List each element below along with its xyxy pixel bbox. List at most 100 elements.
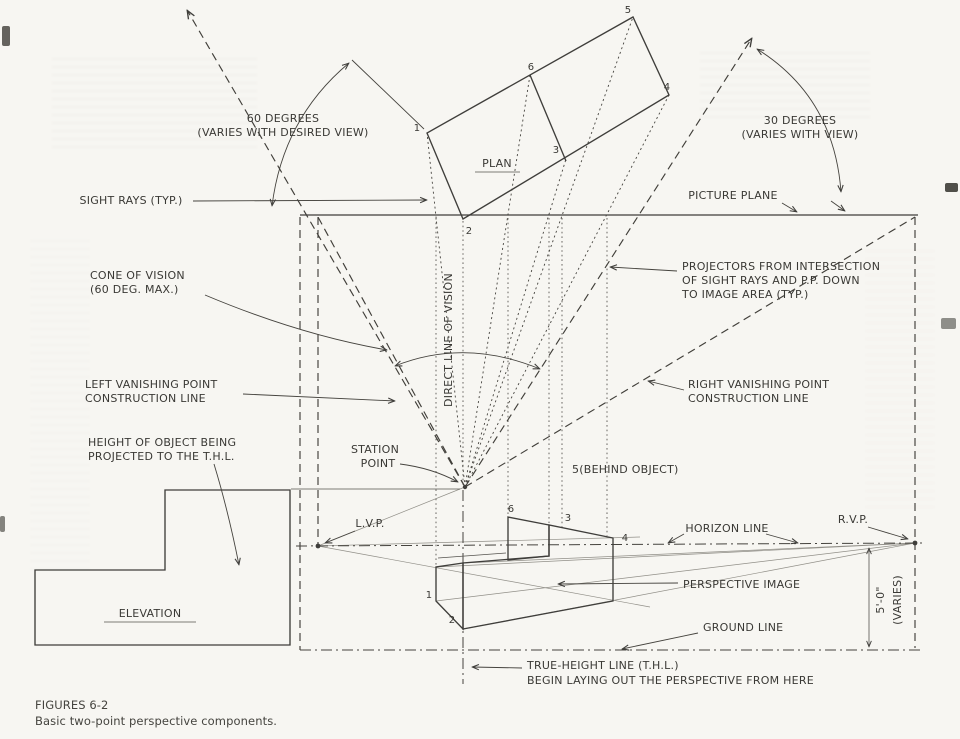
picture-plane-pointer (781, 202, 797, 212)
perspective-corner-3: 3 (565, 513, 572, 524)
angle-side-60-degrees (351, 59, 425, 130)
perspective-corner-2: 2 (449, 615, 456, 626)
vanishing-point-construction-rays (317, 486, 916, 630)
label-lvp-construction-2: CONSTRUCTION LINE (85, 392, 206, 405)
label-lvp: L.V.P. (355, 517, 384, 530)
plan-divider (529, 74, 567, 162)
plan-corner-2: 2 (466, 226, 473, 237)
right-vp-construction-line (464, 216, 916, 488)
label-station-point-1: STATION (351, 443, 399, 456)
label-height-of-object-1: HEIGHT OF OBJECT BEING (88, 436, 236, 449)
station-point (462, 484, 468, 490)
lvp-leader (325, 530, 356, 543)
scan-bleedthrough (865, 250, 935, 510)
label-30-degrees-note: (VARIES WITH VIEW) (742, 128, 859, 141)
construction-ray (435, 542, 916, 602)
plan-corner-6: 6 (528, 62, 535, 73)
label-perspective-image: PERSPECTIVE IMAGE (683, 578, 800, 591)
cone-of-vision-right-ray (464, 38, 752, 488)
perspective-image-leader (558, 583, 679, 584)
label-60-degrees: 60 DEGREES (247, 112, 319, 125)
elevation-view (34, 489, 291, 646)
plan-corner-3: 3 (553, 145, 560, 156)
label-horizon-line: HORIZON LINE (685, 522, 768, 535)
sight-ray (464, 94, 670, 488)
lvp-construction-leader (242, 393, 395, 401)
perspective-corner-6: 6 (508, 504, 515, 515)
plan-corner-5: 5 (625, 5, 632, 16)
angle-arc-30-degrees (757, 49, 841, 192)
label-rvp: R.V.P. (838, 513, 868, 526)
label-dimension-height: 5'-0" (874, 586, 887, 613)
sight-ray (426, 132, 466, 488)
label-sight-rays: SIGHT RAYS (TYP.) (80, 194, 183, 207)
sight-ray (464, 16, 634, 488)
plan-outline (426, 16, 670, 220)
label-rvp-construction-1: RIGHT VANISHING POINT (688, 378, 829, 391)
label-direct-line-of-vision: DIRECT LINE OF VISION (442, 273, 455, 407)
perspective-left-face (435, 562, 464, 631)
label-60-degrees-note: (VARIES WITH DESIRED VIEW) (197, 126, 368, 139)
picture-plane-pointer (830, 200, 845, 211)
scan-artifact (0, 516, 5, 532)
label-ground-line: GROUND LINE (703, 621, 783, 634)
scan-bleedthrough (30, 240, 90, 570)
label-cone-of-vision: CONE OF VISION (90, 269, 185, 282)
plan-view (426, 16, 670, 220)
perspective-corner-4: 4 (622, 533, 629, 544)
perspective-view (435, 516, 614, 631)
perspective-top-back-edge (437, 552, 507, 559)
right-vanishing-point (912, 540, 918, 546)
station-point-leader (399, 463, 458, 482)
cone-of-vision-arc (395, 352, 540, 370)
label-height-of-object-2: PROJECTED TO THE T.H.L. (88, 450, 235, 463)
figure-number: FIGURES 6-2 (35, 698, 108, 712)
horizon-line (295, 542, 923, 547)
left-vanishing-point (315, 543, 321, 549)
scan-artifact (2, 26, 10, 46)
rvp-construction-leader (648, 381, 685, 391)
label-projectors-2: OF SIGHT RAYS AND P.P. DOWN (682, 274, 860, 287)
elevation-title: ELEVATION (119, 607, 182, 620)
horizon-line-leader (765, 533, 798, 543)
scan-bleedthrough (52, 58, 257, 153)
scan-artifact (945, 183, 958, 192)
plan-corner-4: 4 (664, 82, 671, 93)
true-height-line-leader (472, 667, 523, 668)
construction-ray (317, 536, 641, 547)
sight-rays-leader (192, 200, 427, 201)
height-of-object-leader (213, 463, 239, 565)
construction-ray (317, 545, 651, 608)
label-true-height-line-2: BEGIN LAYING OUT THE PERSPECTIVE FROM HE… (527, 674, 814, 687)
plan-corner-1: 1 (414, 123, 421, 134)
label-true-height-line-1: TRUE-HEIGHT LINE (T.H.L.) (526, 659, 679, 672)
construction-ray (435, 542, 916, 568)
label-lvp-construction-1: LEFT VANISHING POINT (85, 378, 218, 391)
perspective-corner-1: 1 (426, 590, 433, 601)
label-rvp-construction-2: CONSTRUCTION LINE (688, 392, 809, 405)
horizon-line-leader (668, 533, 685, 543)
label-projectors-1: PROJECTORS FROM INTERSECTION (682, 260, 880, 273)
cone-of-vision-leader (204, 294, 387, 350)
angle-arc-60-degrees (272, 63, 349, 206)
elevation-outline (34, 489, 291, 646)
cone-of-vision-left-ray (187, 10, 466, 488)
sight-ray (464, 158, 567, 488)
sight-ray (464, 74, 531, 488)
label-picture-plane: PICTURE PLANE (688, 189, 777, 202)
projectors-leader (610, 267, 678, 272)
scan-artifact (941, 318, 956, 329)
label-30-degrees: 30 DEGREES (764, 114, 836, 127)
label-behind-object: 5(BEHIND OBJECT) (572, 463, 679, 476)
label-dimension-varies: (VARIES) (891, 575, 904, 625)
label-cone-of-vision-note: (60 DEG. MAX.) (90, 283, 179, 296)
projector-lines (435, 218, 608, 598)
perspective-step-face (507, 516, 550, 561)
sight-rays (426, 16, 670, 488)
ground-line-leader (622, 632, 699, 649)
rvp-leader (867, 526, 908, 539)
plan-title: PLAN (482, 157, 512, 170)
vanishing-point-construction-lines (299, 216, 916, 650)
label-projectors-3: TO IMAGE AREA (TYP.) (681, 288, 809, 301)
